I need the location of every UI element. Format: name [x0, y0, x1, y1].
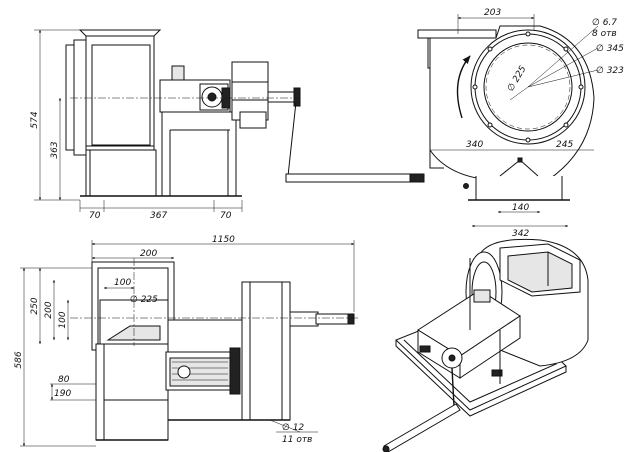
top-dims	[20, 240, 355, 447]
dim-hole-dia: ∅ 12	[282, 423, 304, 433]
dim-586: 586	[14, 351, 24, 368]
dim-80: 80	[58, 375, 70, 385]
dim-100-w: 100	[114, 278, 131, 288]
dim-bolt-dia: ∅ 6.7	[592, 18, 617, 28]
dim-200-h: 200	[44, 301, 54, 318]
dim-342: 342	[512, 229, 529, 239]
dim-hole-count: 11 отв	[282, 435, 312, 445]
dim-190: 190	[54, 389, 71, 399]
dim-100-h: 100	[58, 311, 68, 328]
dim-203: 203	[484, 8, 501, 18]
dim-574: 574	[30, 111, 40, 128]
dim-bolt-count: 8 отв	[592, 29, 617, 39]
side-view: 203 ∅ 6.7 8 отв ∅ 345 ∅ 323 ∅ 225 340 24…	[417, 8, 624, 239]
rotation-arrow-icon	[456, 55, 471, 119]
dim-340: 340	[466, 140, 483, 150]
dim-70-right: 70	[220, 211, 232, 221]
dim-245: 245	[556, 140, 573, 150]
dim-323: ∅ 323	[596, 66, 624, 76]
front-view: 574 363 70 367 70	[30, 29, 425, 221]
dim-363: 363	[50, 141, 60, 158]
dim-250: 250	[30, 297, 40, 314]
dim-225-top: ∅ 225	[130, 295, 158, 305]
top-view: 1150 200 100 ∅ 225 586 250 200 100 80 19…	[14, 235, 360, 447]
dim-345: ∅ 345	[596, 44, 624, 54]
dim-140: 140	[512, 203, 529, 213]
isometric-view	[382, 238, 589, 452]
dim-200-w: 200	[140, 249, 157, 259]
dim-1150: 1150	[212, 235, 235, 245]
bolt-holes	[472, 31, 584, 143]
dim-70-left: 70	[89, 211, 101, 221]
dim-367: 367	[150, 211, 167, 221]
front-dims	[34, 29, 243, 212]
